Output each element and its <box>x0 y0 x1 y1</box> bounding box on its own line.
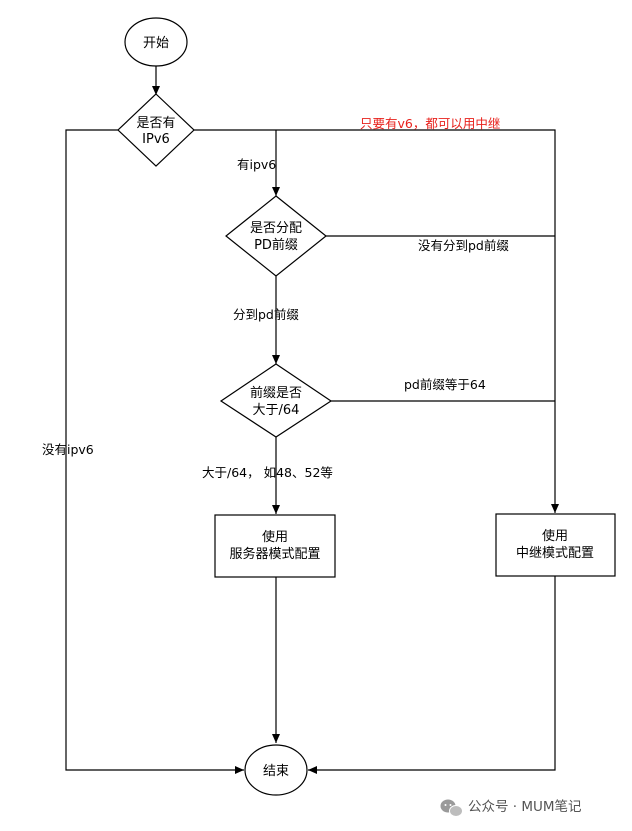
server-mode-box: 使用 服务器模式配置 <box>214 514 336 578</box>
watermark: 公众号 · MUM笔记 <box>440 799 582 817</box>
got-pd-label: 分到pd前缀 <box>233 307 299 322</box>
edge-no-ipv6 <box>65 129 244 774</box>
edge-relay-to-end <box>308 576 556 774</box>
prefix-size-decision: 前缀是否 大于/64 <box>219 363 333 438</box>
pd-prefix-label-line2: PD前缀 <box>254 237 298 253</box>
prefix-size-label-line1: 前缀是否 <box>250 385 302 401</box>
watermark-text: 公众号 · MUM笔记 <box>468 799 582 815</box>
start-label: 开始 <box>143 36 169 51</box>
no-pd-label: 没有分到pd前缀 <box>418 238 509 253</box>
gt64-label: 大于/64， 如48、52等 <box>202 465 333 480</box>
server-mode-label-line1: 使用 <box>262 529 288 545</box>
relay-mode-label-line1: 使用 <box>542 528 568 544</box>
relay-mode-box: 使用 中继模式配置 <box>495 513 616 577</box>
eq64-label: pd前缀等于64 <box>404 377 486 392</box>
no-ipv6-label: 没有ipv6 <box>42 442 94 457</box>
relay-note-label: 只要有v6，都可以用中继 <box>360 116 500 131</box>
has-ipv6-label-line1: 是否有 <box>136 116 175 131</box>
relay-mode-label-line2: 中继模式配置 <box>516 546 594 561</box>
wechat-icon <box>440 799 463 817</box>
end-label: 结束 <box>263 764 289 779</box>
has-ipv6-yes-label: 有ipv6 <box>237 157 276 172</box>
pd-prefix-label-line1: 是否分配 <box>250 221 302 236</box>
edge-relay-branch <box>194 129 559 513</box>
start-node: 开始 <box>124 17 188 67</box>
server-mode-label-line2: 服务器模式配置 <box>229 546 320 562</box>
prefix-size-label-line2: 大于/64 <box>253 403 300 418</box>
has-ipv6-label-line2: IPv6 <box>142 132 170 147</box>
pd-prefix-decision: 是否分配 PD前缀 <box>225 195 327 277</box>
end-node: 结束 <box>244 744 308 796</box>
has-ipv6-decision: 是否有 IPv6 <box>117 93 195 167</box>
